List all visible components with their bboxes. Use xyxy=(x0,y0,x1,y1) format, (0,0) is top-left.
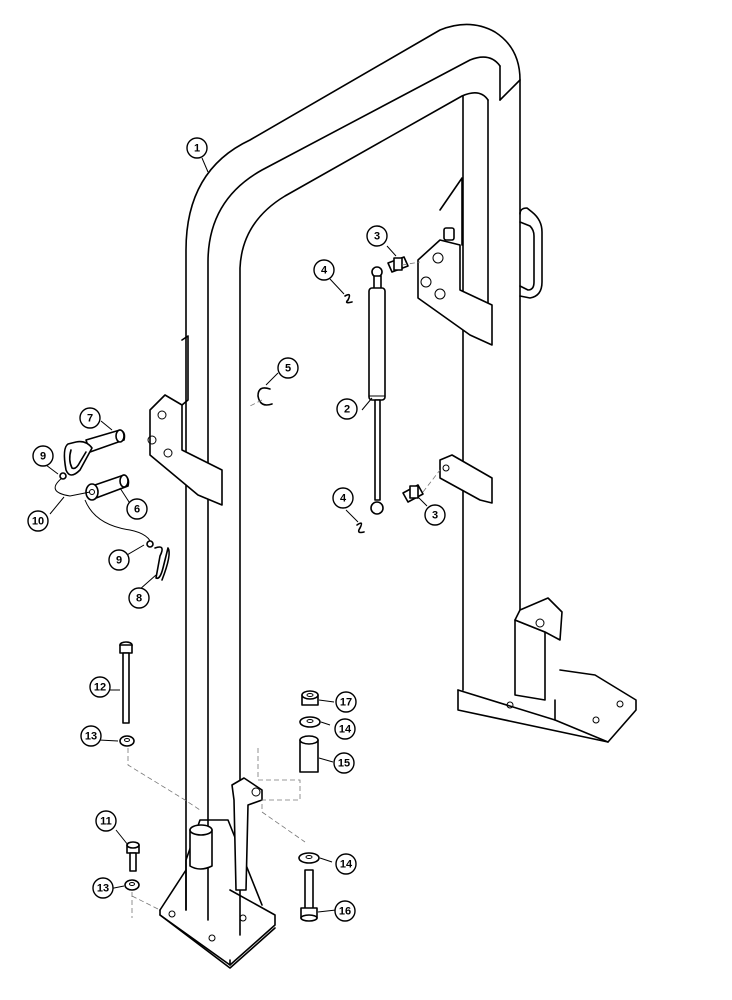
callout-c8: 8 xyxy=(128,587,150,609)
callout-circle xyxy=(126,498,148,520)
callout-circle xyxy=(277,357,299,379)
clip-part-4-upper xyxy=(344,293,353,304)
callout-circle xyxy=(32,445,54,467)
bead-part-9-lower xyxy=(146,540,154,548)
callout-number: 9 xyxy=(116,555,122,567)
callout-circle xyxy=(95,810,117,832)
callout-c9a: 9 xyxy=(32,445,54,467)
callout-number: 12 xyxy=(94,682,106,694)
washer-part-13-lower xyxy=(124,879,140,891)
callout-number: 13 xyxy=(85,731,97,743)
callout-c15: 15 xyxy=(333,752,355,774)
callout-c13b: 13 xyxy=(92,877,114,899)
leader-lines xyxy=(45,157,428,913)
callout-c14a: 14 xyxy=(334,718,356,740)
callout-circle xyxy=(313,259,335,281)
washer-part-14-lower xyxy=(298,852,320,864)
callout-circle xyxy=(89,676,111,698)
callout-c2: 2 xyxy=(336,398,358,420)
bolt-part-16 xyxy=(300,869,318,922)
callout-number: 11 xyxy=(100,816,112,828)
callout-c1: 1 xyxy=(186,137,208,159)
callout-c16: 16 xyxy=(334,900,356,922)
spring-clip-part-8 xyxy=(154,546,170,581)
bead-part-9-upper xyxy=(59,472,67,480)
assembly-lines xyxy=(127,261,441,918)
callout-circle xyxy=(186,137,208,159)
callout-c7: 7 xyxy=(79,407,101,429)
callout-number: 6 xyxy=(134,504,140,516)
callout-c5: 5 xyxy=(277,357,299,379)
bolt-part-12 xyxy=(119,641,133,724)
callout-circle xyxy=(108,549,130,571)
callout-c17: 17 xyxy=(335,691,357,713)
callout-number: 17 xyxy=(340,697,352,709)
callout-number: 14 xyxy=(340,859,353,871)
callout-c4a: 4 xyxy=(313,259,335,281)
callout-circle xyxy=(333,752,355,774)
nut-part-17 xyxy=(301,690,319,706)
callout-number: 3 xyxy=(432,510,438,522)
pin-part-6 xyxy=(85,474,130,501)
callout-c6: 6 xyxy=(126,498,148,520)
callout-c12: 12 xyxy=(89,676,111,698)
callout-c4b: 4 xyxy=(332,487,354,509)
bolt-part-11 xyxy=(126,841,140,872)
pin-part-7 xyxy=(63,429,126,476)
callout-number: 13 xyxy=(97,883,109,895)
callout-circle xyxy=(335,853,357,875)
clip-part-4-lower xyxy=(356,522,365,534)
stud-part-3-lower xyxy=(402,484,424,503)
washer-part-13-upper xyxy=(119,735,135,747)
circlip-part-5 xyxy=(257,387,273,406)
callout-c11: 11 xyxy=(95,810,117,832)
callout-circle xyxy=(27,510,49,532)
callout-circle xyxy=(336,398,358,420)
callout-circle xyxy=(128,587,150,609)
callout-circle xyxy=(79,407,101,429)
callout-circle xyxy=(424,504,446,526)
callout-circle xyxy=(334,718,356,740)
callout-c13a: 13 xyxy=(80,725,102,747)
callout-number: 3 xyxy=(374,231,380,243)
washer-part-14-upper xyxy=(299,716,321,728)
callout-circle xyxy=(366,225,388,247)
callout-c14b: 14 xyxy=(335,853,357,875)
callout-circle xyxy=(334,900,356,922)
callout-circle xyxy=(332,487,354,509)
callout-number: 7 xyxy=(87,413,93,425)
frame-part-1 xyxy=(147,23,637,969)
callout-number: 14 xyxy=(339,724,352,736)
spacer-part-15 xyxy=(299,735,319,773)
gas-strut-part-2 xyxy=(368,266,386,515)
stud-part-3-upper xyxy=(387,256,409,273)
callout-number: 16 xyxy=(339,906,351,918)
callout-number: 4 xyxy=(340,493,347,505)
callout-number: 5 xyxy=(285,363,291,375)
callout-number: 4 xyxy=(321,265,328,277)
callout-circle xyxy=(335,691,357,713)
callout-c3b: 3 xyxy=(424,504,446,526)
callout-c10: 10 xyxy=(27,510,49,532)
callout-number: 2 xyxy=(344,404,350,416)
callout-number: 9 xyxy=(40,451,46,463)
callout-c9b: 9 xyxy=(108,549,130,571)
callout-number: 10 xyxy=(32,516,44,528)
callout-circle xyxy=(92,877,114,899)
callout-number: 1 xyxy=(194,143,200,155)
callout-number: 15 xyxy=(338,758,350,770)
callout-circle xyxy=(80,725,102,747)
callout-c3a: 3 xyxy=(366,225,388,247)
callout-number: 8 xyxy=(136,593,142,605)
lanyard-part-10 xyxy=(54,477,91,497)
